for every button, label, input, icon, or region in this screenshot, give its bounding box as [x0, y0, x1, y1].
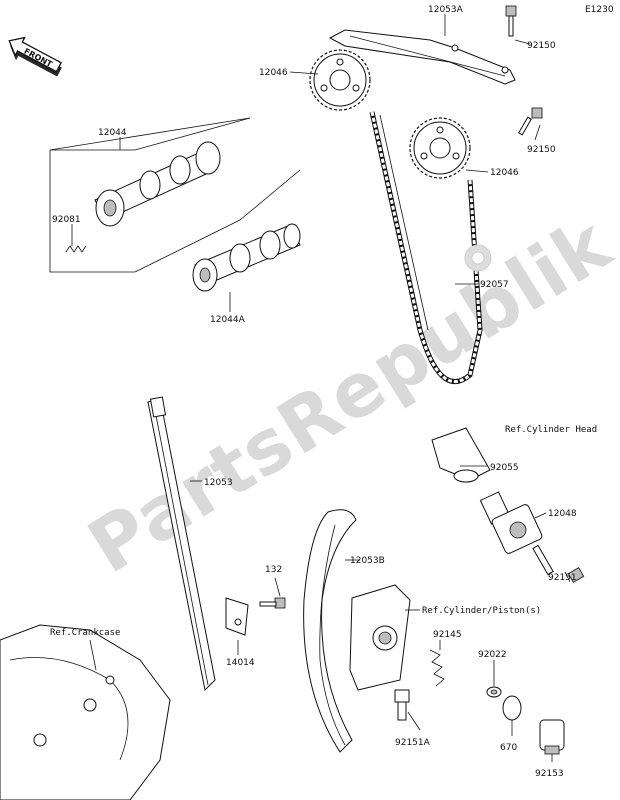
label-12046-top: 12046: [259, 68, 288, 78]
label-132: 132: [265, 565, 282, 575]
label-12053B: 12053B: [350, 556, 385, 566]
label-92151: 92151: [548, 573, 577, 583]
label-ref-cylinder-piston: Ref.Cylinder/Piston(s): [422, 606, 541, 616]
spring-92081: [65, 245, 87, 253]
label-12053A: 12053A: [428, 5, 464, 15]
label-12044: 12044: [98, 128, 127, 138]
bolt-92151: [532, 544, 585, 583]
label-92151A: 92151A: [395, 738, 431, 748]
sprocket-mid: [409, 117, 471, 179]
leader-lines: [71, 14, 571, 762]
label-12046-mid: 12046: [490, 168, 519, 178]
chain-guide-long: [147, 396, 216, 692]
label-12053: 12053: [204, 478, 233, 488]
label-92057: 92057: [480, 280, 509, 290]
tensioner-12048: [431, 427, 543, 554]
label-670: 670: [500, 743, 517, 753]
bolt-92151A: [394, 689, 410, 721]
label-92153: 92153: [535, 769, 564, 779]
bolt-132: [259, 597, 286, 609]
label-92145: 92145: [433, 630, 462, 640]
label-92022: 92022: [478, 650, 507, 660]
gear-icon: [464, 244, 492, 272]
chain-guide-top: [328, 29, 516, 85]
label-92081: 92081: [52, 215, 81, 225]
sprocket-top: [309, 49, 371, 111]
bolt-92150-mid: [518, 107, 543, 136]
label-ref-crankcase: Ref.Crankcase: [50, 628, 120, 638]
cam-chain: [369, 111, 483, 384]
bolt-92150-top: [505, 5, 517, 37]
plug-92153: [539, 719, 565, 755]
label-ref-cylinder-head: Ref.Cylinder Head: [505, 425, 597, 435]
chain-guide-curved: [303, 509, 357, 753]
label-92055: 92055: [490, 463, 519, 473]
o-ring-670: [502, 695, 522, 721]
camshaft-exhaust: [94, 141, 221, 227]
spring-92145: [429, 649, 445, 687]
label-92150-mid: 92150: [527, 145, 556, 155]
front-arrow-badge: FRONT: [8, 36, 62, 77]
crankcase: [0, 624, 171, 800]
label-12048: 12048: [548, 509, 577, 519]
label-92150-top: 92150: [527, 41, 556, 51]
diagram-code: E1230: [585, 5, 614, 15]
bracket-14014: [225, 597, 249, 636]
camshaft-intake: [192, 223, 301, 292]
label-14014: 14014: [226, 658, 255, 668]
washer-92022: [486, 686, 502, 698]
label-12044A: 12044A: [210, 315, 246, 325]
tensioner-housing: [349, 584, 411, 691]
camshaft-box: [49, 117, 301, 273]
